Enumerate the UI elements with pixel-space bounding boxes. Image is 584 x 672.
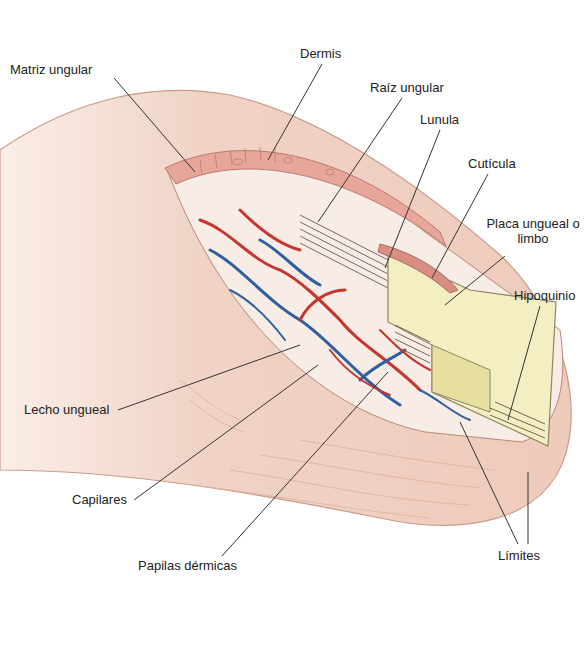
capillary-label: Capilares	[72, 492, 127, 507]
lunula-label: Lunula	[420, 112, 459, 127]
cuticle-label: Cutícula	[468, 156, 516, 171]
matrix-cells	[200, 147, 334, 175]
root-label: Raíz ungular	[370, 80, 444, 95]
nail-bed-striations	[395, 325, 545, 438]
bed-label: Lecho ungueal	[24, 402, 109, 417]
plate-label: Placa ungueal o limbo	[486, 216, 580, 246]
nail-step	[432, 345, 490, 412]
finger-outline	[0, 90, 571, 525]
leader-lines	[114, 64, 540, 556]
matrix-label: Matriz ungular	[10, 62, 92, 77]
papilla-label: Papilas dérmicas	[138, 558, 237, 573]
nail-plate	[388, 252, 556, 446]
limit-label: Límites	[498, 548, 540, 563]
dermis-label: Dermis	[300, 46, 341, 61]
hyponychium-label: Hipoquinio	[514, 288, 575, 303]
